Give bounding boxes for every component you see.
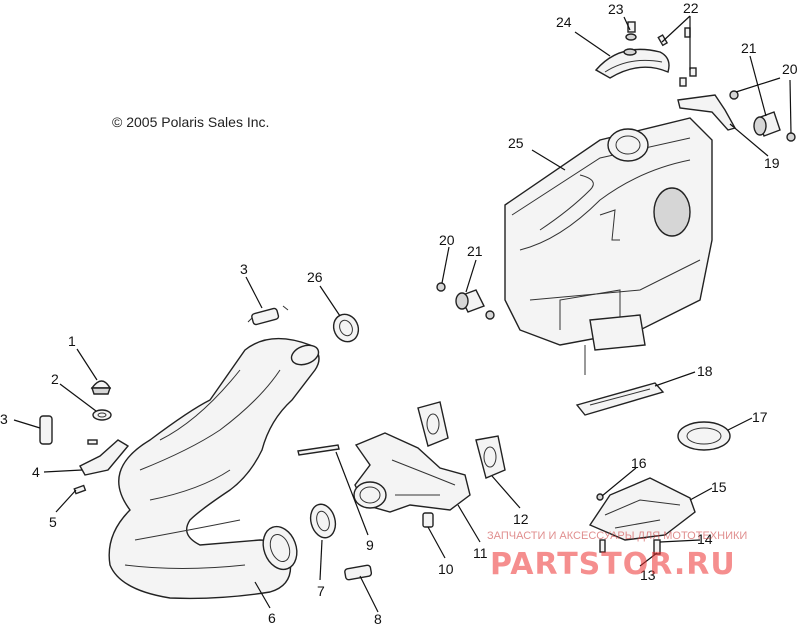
callout-7[interactable]: 7 <box>317 583 325 599</box>
callout-8[interactable]: 8 <box>374 611 382 626</box>
callout-23[interactable]: 23 <box>608 1 624 17</box>
nut-part-middle[interactable] <box>436 282 495 320</box>
callout-3-left[interactable]: 3 <box>0 411 8 427</box>
fastener-part-13-14[interactable] <box>599 539 661 555</box>
copyright-text: © 2005 Polaris Sales Inc. <box>112 114 269 130</box>
bracket-part-4[interactable] <box>79 439 130 476</box>
screw-part-23[interactable] <box>625 21 637 41</box>
callout-26[interactable]: 26 <box>307 269 323 285</box>
exhaust-manifold-part[interactable] <box>353 432 471 513</box>
watermark: ЗАПЧАСТИ И АКСЕССУАРЫ ДЛЯ МОТОТЕХНИКИ PA… <box>487 530 747 582</box>
callout-25[interactable]: 25 <box>508 135 524 151</box>
seal-part-26[interactable] <box>329 310 363 346</box>
rod-part-9[interactable] <box>297 444 340 456</box>
callout-15[interactable]: 15 <box>711 479 727 495</box>
grommet-part-middle[interactable] <box>455 289 485 313</box>
spring-part-3-left[interactable] <box>39 415 53 445</box>
callout-20-upper[interactable]: 20 <box>782 61 798 77</box>
callout-10[interactable]: 10 <box>438 561 454 577</box>
watermark-tagline: ЗАПЧАСТИ И АКСЕССУАРЫ ДЛЯ МОТОТЕХНИКИ <box>487 530 747 542</box>
screw-part-left-small[interactable] <box>87 439 98 445</box>
seal-part-7[interactable] <box>307 501 339 540</box>
callout-12[interactable]: 12 <box>513 511 529 527</box>
spring-part-upper[interactable] <box>247 305 289 326</box>
callout-14[interactable]: 14 <box>697 531 713 547</box>
grommet-part-upper[interactable] <box>753 111 781 137</box>
strap-part[interactable] <box>575 382 665 416</box>
callout-5[interactable]: 5 <box>49 514 57 530</box>
washer-part-2[interactable] <box>92 409 112 421</box>
rivet-part-16[interactable] <box>596 493 604 501</box>
callout-13[interactable]: 13 <box>640 567 656 583</box>
heat-shield-part[interactable] <box>594 48 670 79</box>
watermark-brand: PARTSTOR.RU <box>490 547 736 582</box>
gasket-part-upper[interactable] <box>417 401 449 447</box>
callout-9[interactable]: 9 <box>366 537 374 553</box>
callout-21-middle[interactable]: 21 <box>467 243 483 259</box>
stud-part-10[interactable] <box>422 512 434 528</box>
nut-part-upper[interactable] <box>729 90 796 142</box>
callout-3-upper[interactable]: 3 <box>240 261 248 277</box>
callout-1[interactable]: 1 <box>68 333 76 349</box>
callout-17[interactable]: 17 <box>752 409 768 425</box>
callout-18[interactable]: 18 <box>697 363 713 379</box>
callout-16[interactable]: 16 <box>631 455 647 471</box>
shield-plate-part[interactable] <box>588 477 696 541</box>
callout-22[interactable]: 22 <box>683 0 699 16</box>
callout-4[interactable]: 4 <box>32 464 40 480</box>
leader-lines <box>13 15 792 613</box>
callout-6[interactable]: 6 <box>268 610 276 626</box>
silencer-part[interactable] <box>504 117 713 375</box>
gasket-part-lower[interactable] <box>475 435 506 479</box>
expansion-chamber-part[interactable] <box>108 337 321 600</box>
callout-21-upper[interactable]: 21 <box>741 40 757 56</box>
cap-part-1[interactable] <box>90 380 112 395</box>
seal-ring-part[interactable] <box>677 421 731 451</box>
spring-part-8[interactable] <box>344 564 373 581</box>
screw-part-5[interactable] <box>73 484 87 495</box>
bracket-part[interactable] <box>677 94 737 131</box>
callout-11[interactable]: 11 <box>473 545 488 561</box>
callout-24[interactable]: 24 <box>556 14 572 30</box>
callout-2[interactable]: 2 <box>51 371 59 387</box>
callout-19[interactable]: 19 <box>764 155 780 171</box>
callout-20-middle[interactable]: 20 <box>439 232 455 248</box>
